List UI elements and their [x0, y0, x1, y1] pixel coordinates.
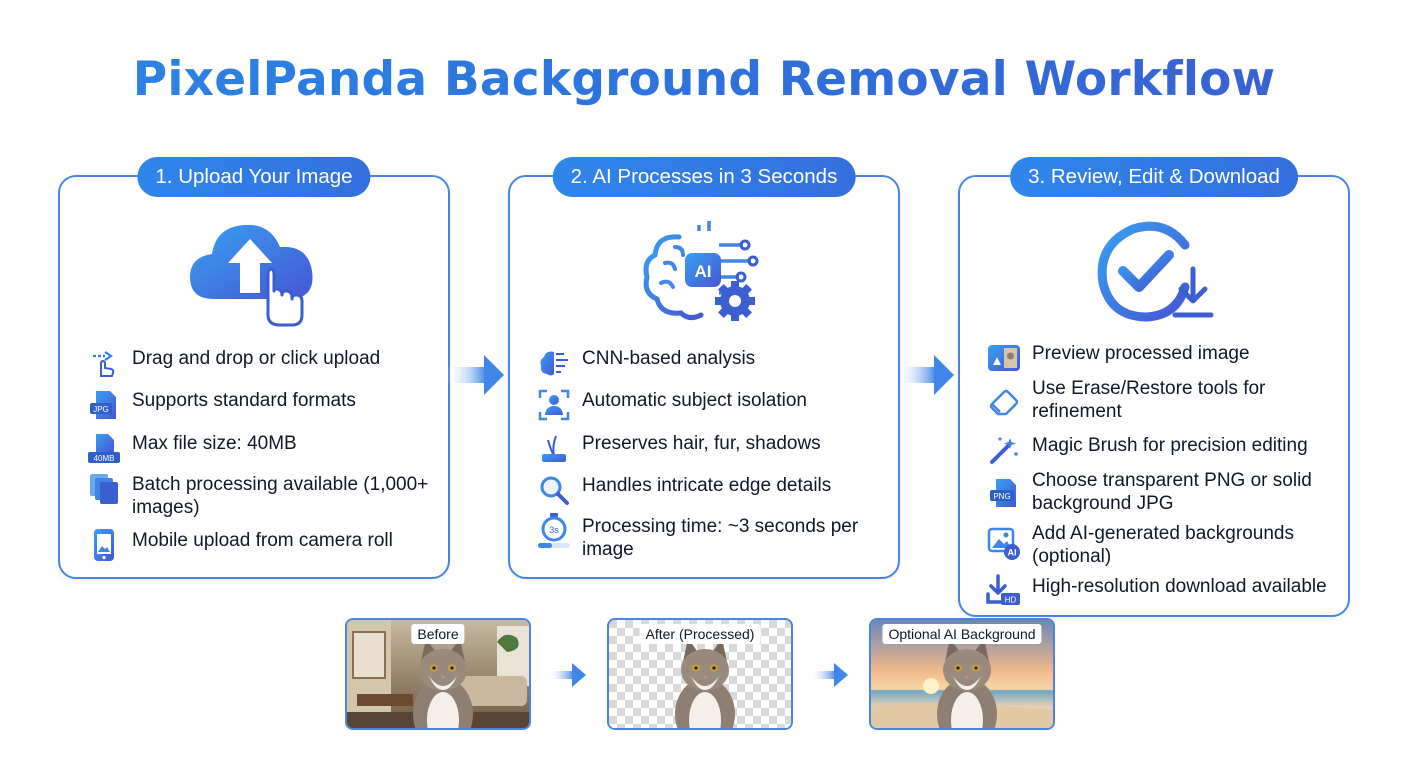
- feature-item: Mobile upload from camera roll: [86, 529, 442, 561]
- svg-text:40MB: 40MB: [94, 454, 115, 463]
- feature-item: Handles intricate edge details: [536, 474, 892, 506]
- example-label: After (Processed): [639, 624, 761, 644]
- flow-arrow: [446, 355, 504, 395]
- check-download-icon: [1097, 221, 1214, 322]
- example-before: Before: [345, 618, 531, 730]
- magnifier-icon: [536, 474, 572, 506]
- eraser-icon: [986, 385, 1022, 417]
- example-label: Before: [411, 624, 465, 644]
- brain-icon: [536, 347, 572, 379]
- flow-arrow: [896, 355, 954, 395]
- step-label-ai-process: 2. AI Processes in 3 Seconds: [552, 157, 856, 197]
- feature-item: Batch processing available (1,000+ image…: [86, 473, 442, 519]
- drag-drop-icon: [86, 347, 122, 379]
- example-ai-background: Optional AI Background: [869, 618, 1055, 730]
- feature-item: Drag and drop or click upload: [86, 347, 442, 379]
- feature-item: Preserves hair, fur, shadows: [536, 432, 892, 464]
- svg-text:PNG: PNG: [993, 492, 1010, 501]
- step-card-upload: 1. Upload Your Image Drag and drop or cl…: [58, 157, 450, 579]
- svg-text:JPG: JPG: [93, 405, 109, 414]
- subject-isolation-icon: [536, 389, 572, 421]
- hd-download-icon: HD: [986, 574, 1022, 607]
- svg-text:AI: AI: [1008, 548, 1017, 558]
- feature-item: 3s Processing time: ~3 seconds per image: [536, 513, 892, 561]
- feature-item: AI Add AI-generated backgrounds (optiona…: [986, 522, 1342, 568]
- example-arrow: [548, 663, 586, 687]
- jpg-file-icon: JPG: [86, 389, 122, 421]
- batch-files-icon: [86, 473, 122, 505]
- feature-item: 40MB Max file size: 40MB: [86, 432, 442, 464]
- svg-text:3s: 3s: [549, 525, 559, 535]
- page-title: PixelPanda Background Removal Workflow: [0, 52, 1408, 107]
- png-file-icon: PNG: [986, 477, 1022, 509]
- stopwatch-icon: 3s: [536, 513, 572, 548]
- feature-item: HD High-resolution download available: [986, 574, 1342, 607]
- magic-wand-icon: [986, 434, 1022, 466]
- example-arrow: [810, 663, 848, 687]
- step-label-upload: 1. Upload Your Image: [137, 157, 371, 197]
- feature-item: Use Erase/Restore tools for refinement: [986, 377, 1342, 423]
- ai-background-icon: AI: [986, 527, 1022, 560]
- step-label-review: 3. Review, Edit & Download: [1010, 157, 1298, 197]
- file-size-icon: 40MB: [86, 432, 122, 464]
- feature-item: PNG Choose transparent PNG or solid back…: [986, 469, 1342, 515]
- svg-text:AI: AI: [695, 262, 712, 281]
- mobile-phone-icon: [86, 529, 122, 561]
- feature-item: Preview processed image: [986, 342, 1342, 374]
- example-after: After (Processed): [607, 618, 793, 730]
- cloud-upload-icon: [190, 224, 313, 327]
- ai-brain-gear-icon: AI: [643, 221, 759, 321]
- step-card-ai-process: 2. AI Processes in 3 Seconds AI: [508, 157, 900, 579]
- preview-icon: [986, 342, 1022, 374]
- feature-item: Automatic subject isolation: [536, 389, 892, 421]
- hair-icon: [536, 432, 572, 464]
- feature-item: JPG Supports standard formats: [86, 389, 442, 421]
- feature-item: Magic Brush for precision editing: [986, 434, 1342, 466]
- step-card-review: 3. Review, Edit & Download Preview proce…: [958, 157, 1350, 617]
- feature-item: CNN-based analysis: [536, 347, 892, 379]
- svg-text:HD: HD: [1005, 596, 1017, 605]
- example-label: Optional AI Background: [882, 624, 1042, 644]
